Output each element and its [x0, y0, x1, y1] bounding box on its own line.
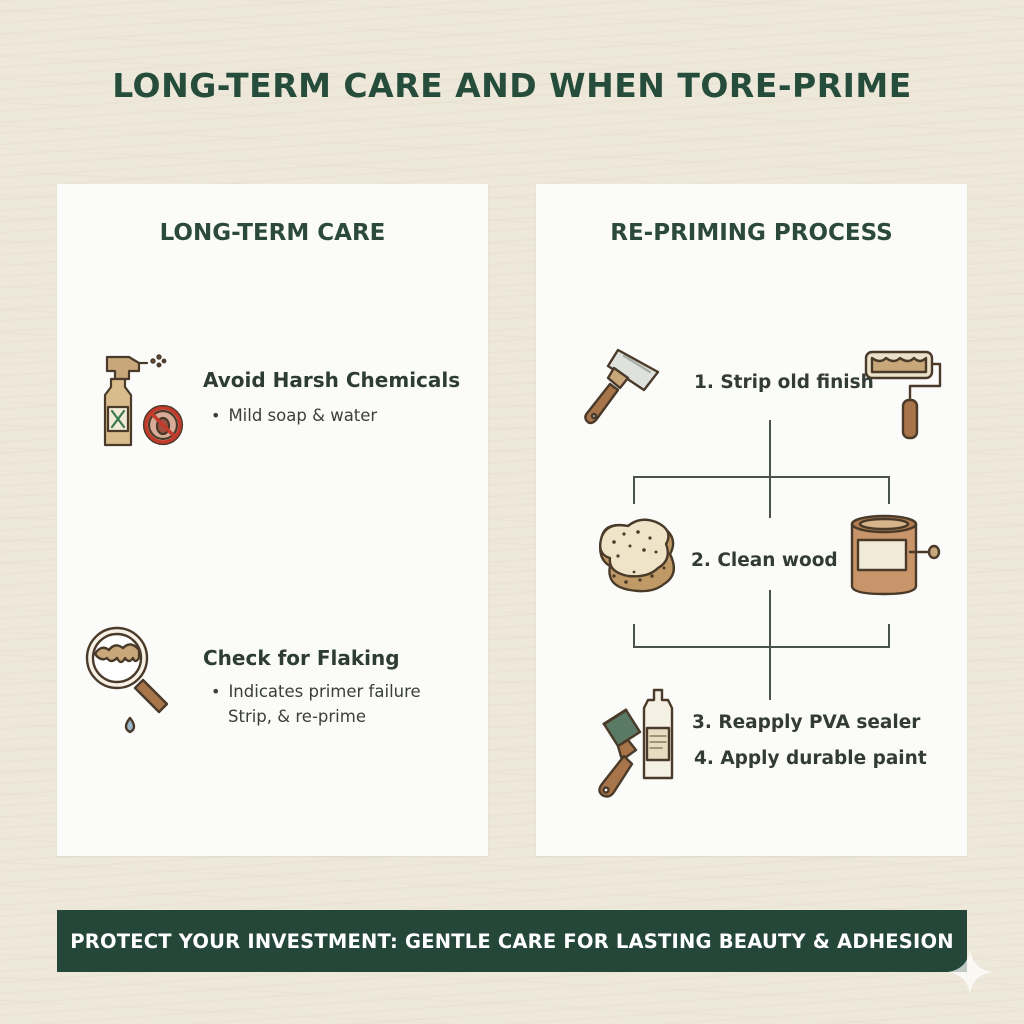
sparkle-icon — [948, 950, 992, 994]
paint-roller-icon — [864, 350, 942, 440]
spray-bottle-icon — [103, 354, 184, 447]
page-title: LONG-TERM CARE AND WHEN TORE-PRIME — [112, 66, 912, 105]
re-priming-heading: RE-PRIMING PROCESS — [610, 220, 893, 246]
connector-line — [633, 476, 889, 478]
bullet-text: Indicates primer failure — [228, 682, 421, 701]
avoid-chemicals-title: Avoid Harsh Chemicals — [203, 368, 461, 392]
sponge-icon — [599, 518, 676, 593]
connector-line — [888, 476, 890, 504]
bullet-text-continued: Strip, & re-prime — [228, 707, 366, 726]
connector-line — [769, 420, 771, 518]
list-item: •Indicates primer failure — [211, 682, 421, 701]
step-3: 3. Reapply PVA sealer — [692, 712, 921, 733]
paint-can-icon — [850, 514, 941, 596]
magnifier-icon — [85, 626, 169, 734]
paintbrush-icon — [598, 688, 674, 798]
long-term-care-panel: LONG-TERM CARE Avoid Harsh Chemicals •Mi… — [57, 184, 488, 856]
step-1: 1. Strip old finish — [694, 372, 874, 393]
step-2: 2. Clean wood — [691, 550, 838, 571]
check-flaking-title: Check for Flaking — [203, 646, 400, 670]
connector-line — [633, 646, 889, 648]
list-item: •Mild soap & water — [211, 406, 378, 425]
connector-line — [769, 590, 771, 700]
long-term-care-heading: LONG-TERM CARE — [159, 220, 386, 246]
connector-line — [633, 476, 635, 504]
bullet-text: Mild soap & water — [228, 406, 378, 425]
connector-line — [633, 624, 635, 648]
re-priming-panel: RE-PRIMING PROCESS 1. Strip old finish — [536, 184, 967, 856]
footer-banner: PROTECT YOUR INVESTMENT: GENTLE CARE FOR… — [57, 910, 967, 972]
scraper-icon — [584, 348, 660, 425]
step-4: 4. Apply durable paint — [694, 748, 927, 769]
connector-line — [888, 624, 890, 648]
footer-text: PROTECT YOUR INVESTMENT: GENTLE CARE FOR… — [70, 929, 954, 953]
